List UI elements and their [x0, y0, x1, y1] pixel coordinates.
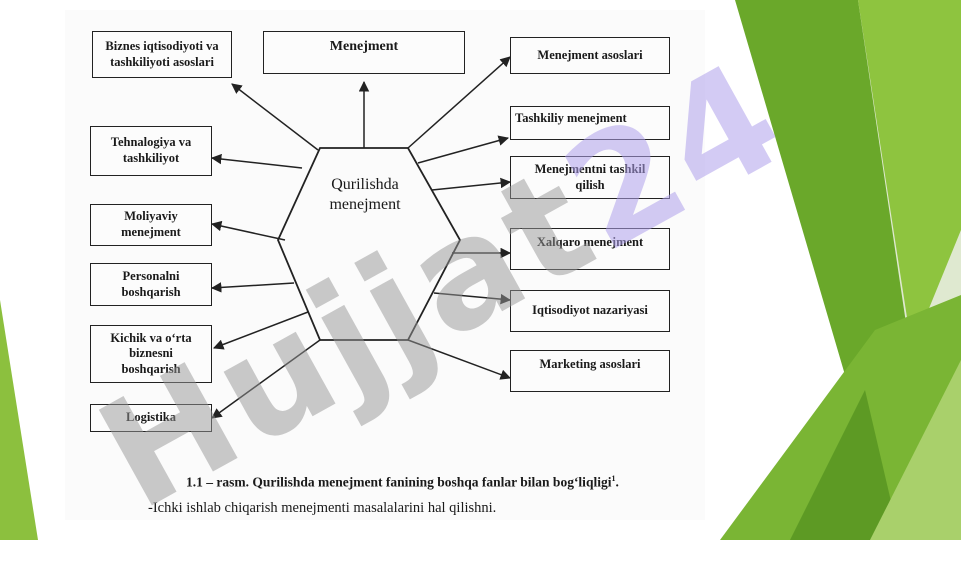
- arrow-to-personalni: [210, 282, 295, 293]
- box-menejment-asoslari: Menejment asoslari: [510, 37, 670, 74]
- arrow-to-iqtisodiyot: [433, 292, 512, 305]
- arrow-to-menejmentni-tashkil: [431, 177, 512, 191]
- arrow-to-kichik: [213, 311, 309, 350]
- box-menejment: Menejment: [263, 31, 465, 74]
- box-logistika: Logistika: [90, 404, 212, 432]
- decor-right-band-4: [790, 390, 900, 540]
- arrow-to-marketing: [407, 339, 511, 380]
- decor-right-band-2: [858, 0, 961, 350]
- arrow-to-moliyaviy: [210, 220, 286, 241]
- decor-triangles: [0, 0, 961, 540]
- caption-text: 1.1 – rasm. Qurilishda menejment faninin…: [186, 474, 612, 490]
- box-moliyaviy: Moliyaviy menejment: [90, 204, 212, 246]
- decor-right-band-1: [735, 0, 910, 375]
- decor-left-triangle: [0, 300, 38, 540]
- decor-right-band-5: [870, 360, 961, 540]
- caption-footnote: 1: [611, 474, 616, 483]
- decor-right-band-3: [720, 295, 961, 540]
- arrow-to-biznes: [231, 83, 319, 151]
- diagram-connectors: [210, 56, 512, 419]
- box-kichik-biznes: Kichik va o‘rta biznesni boshqarish: [90, 325, 212, 383]
- box-iqtisodiyot-nazariyasi: Iqtisodiyot nazariyasi: [510, 290, 670, 332]
- box-xalqaro-menejment: Xalqaro menejment: [510, 228, 670, 270]
- arrow-to-menejment-asoslari: [407, 56, 511, 149]
- box-marketing-asoslari: Marketing asoslari: [510, 350, 670, 392]
- slide: Menejment Biznes iqtisodiyoti va tashkil…: [0, 0, 961, 543]
- arrow-to-tehnalogiya: [210, 153, 303, 169]
- box-tehnalogiya: Tehnalogiya va tashkiliyot: [90, 126, 212, 176]
- body-text: -Ichki ishlab chiqarish menejmenti masal…: [148, 500, 497, 516]
- figure-caption: 1.1 – rasm. Qurilishda menejment faninin…: [186, 474, 619, 490]
- arrow-to-tashkiliy: [417, 135, 510, 164]
- box-menejmentni-tashkil: Menejmentni tashkil qilish: [510, 156, 670, 199]
- box-personalni: Personalni boshqarish: [90, 263, 212, 306]
- box-biznes-iqtisodiyoti: Biznes iqtisodiyoti va tashkiliyoti asos…: [92, 31, 232, 78]
- box-tashkiliy-menejment: Tashkiliy menejment: [510, 106, 670, 140]
- arrow-to-logistika: [211, 339, 321, 419]
- center-label: Qurilishda menejment: [329, 176, 401, 213]
